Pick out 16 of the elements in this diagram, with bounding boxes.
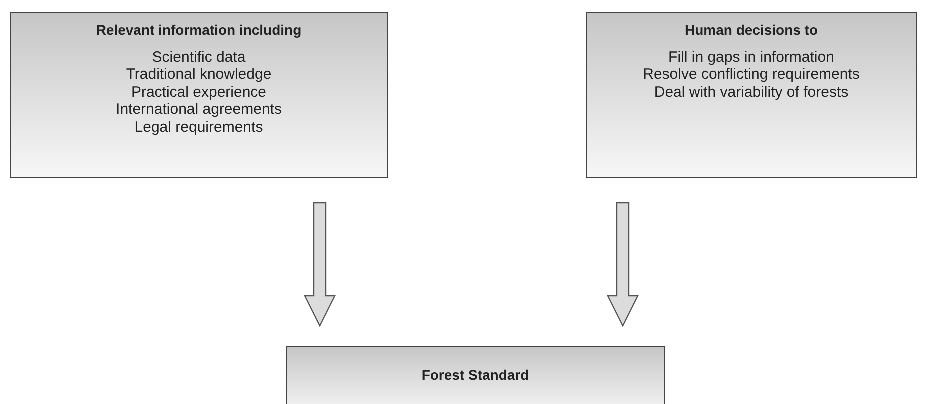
text-box bbox=[586, 12, 917, 178]
list-item: Resolve conflicting requirements bbox=[643, 66, 860, 84]
list-item: Scientific data bbox=[152, 48, 246, 66]
list-item: Practical experience bbox=[131, 84, 267, 101]
list-item: International agreements bbox=[116, 101, 282, 118]
block-arrow bbox=[607, 202, 639, 328]
box-heading: Forest Standard bbox=[422, 367, 530, 384]
text-box bbox=[286, 346, 665, 404]
text-box bbox=[10, 12, 388, 178]
box-heading: Relevant information including bbox=[96, 22, 302, 40]
list-item: Traditional knowledge bbox=[126, 66, 272, 84]
list-item: Legal requirements bbox=[134, 118, 264, 136]
block-arrow bbox=[304, 202, 336, 328]
list-item: Fill in gaps in information bbox=[668, 48, 834, 66]
list-item: Deal with variability of forests bbox=[654, 84, 849, 101]
box-heading: Human decisions to bbox=[684, 22, 818, 40]
